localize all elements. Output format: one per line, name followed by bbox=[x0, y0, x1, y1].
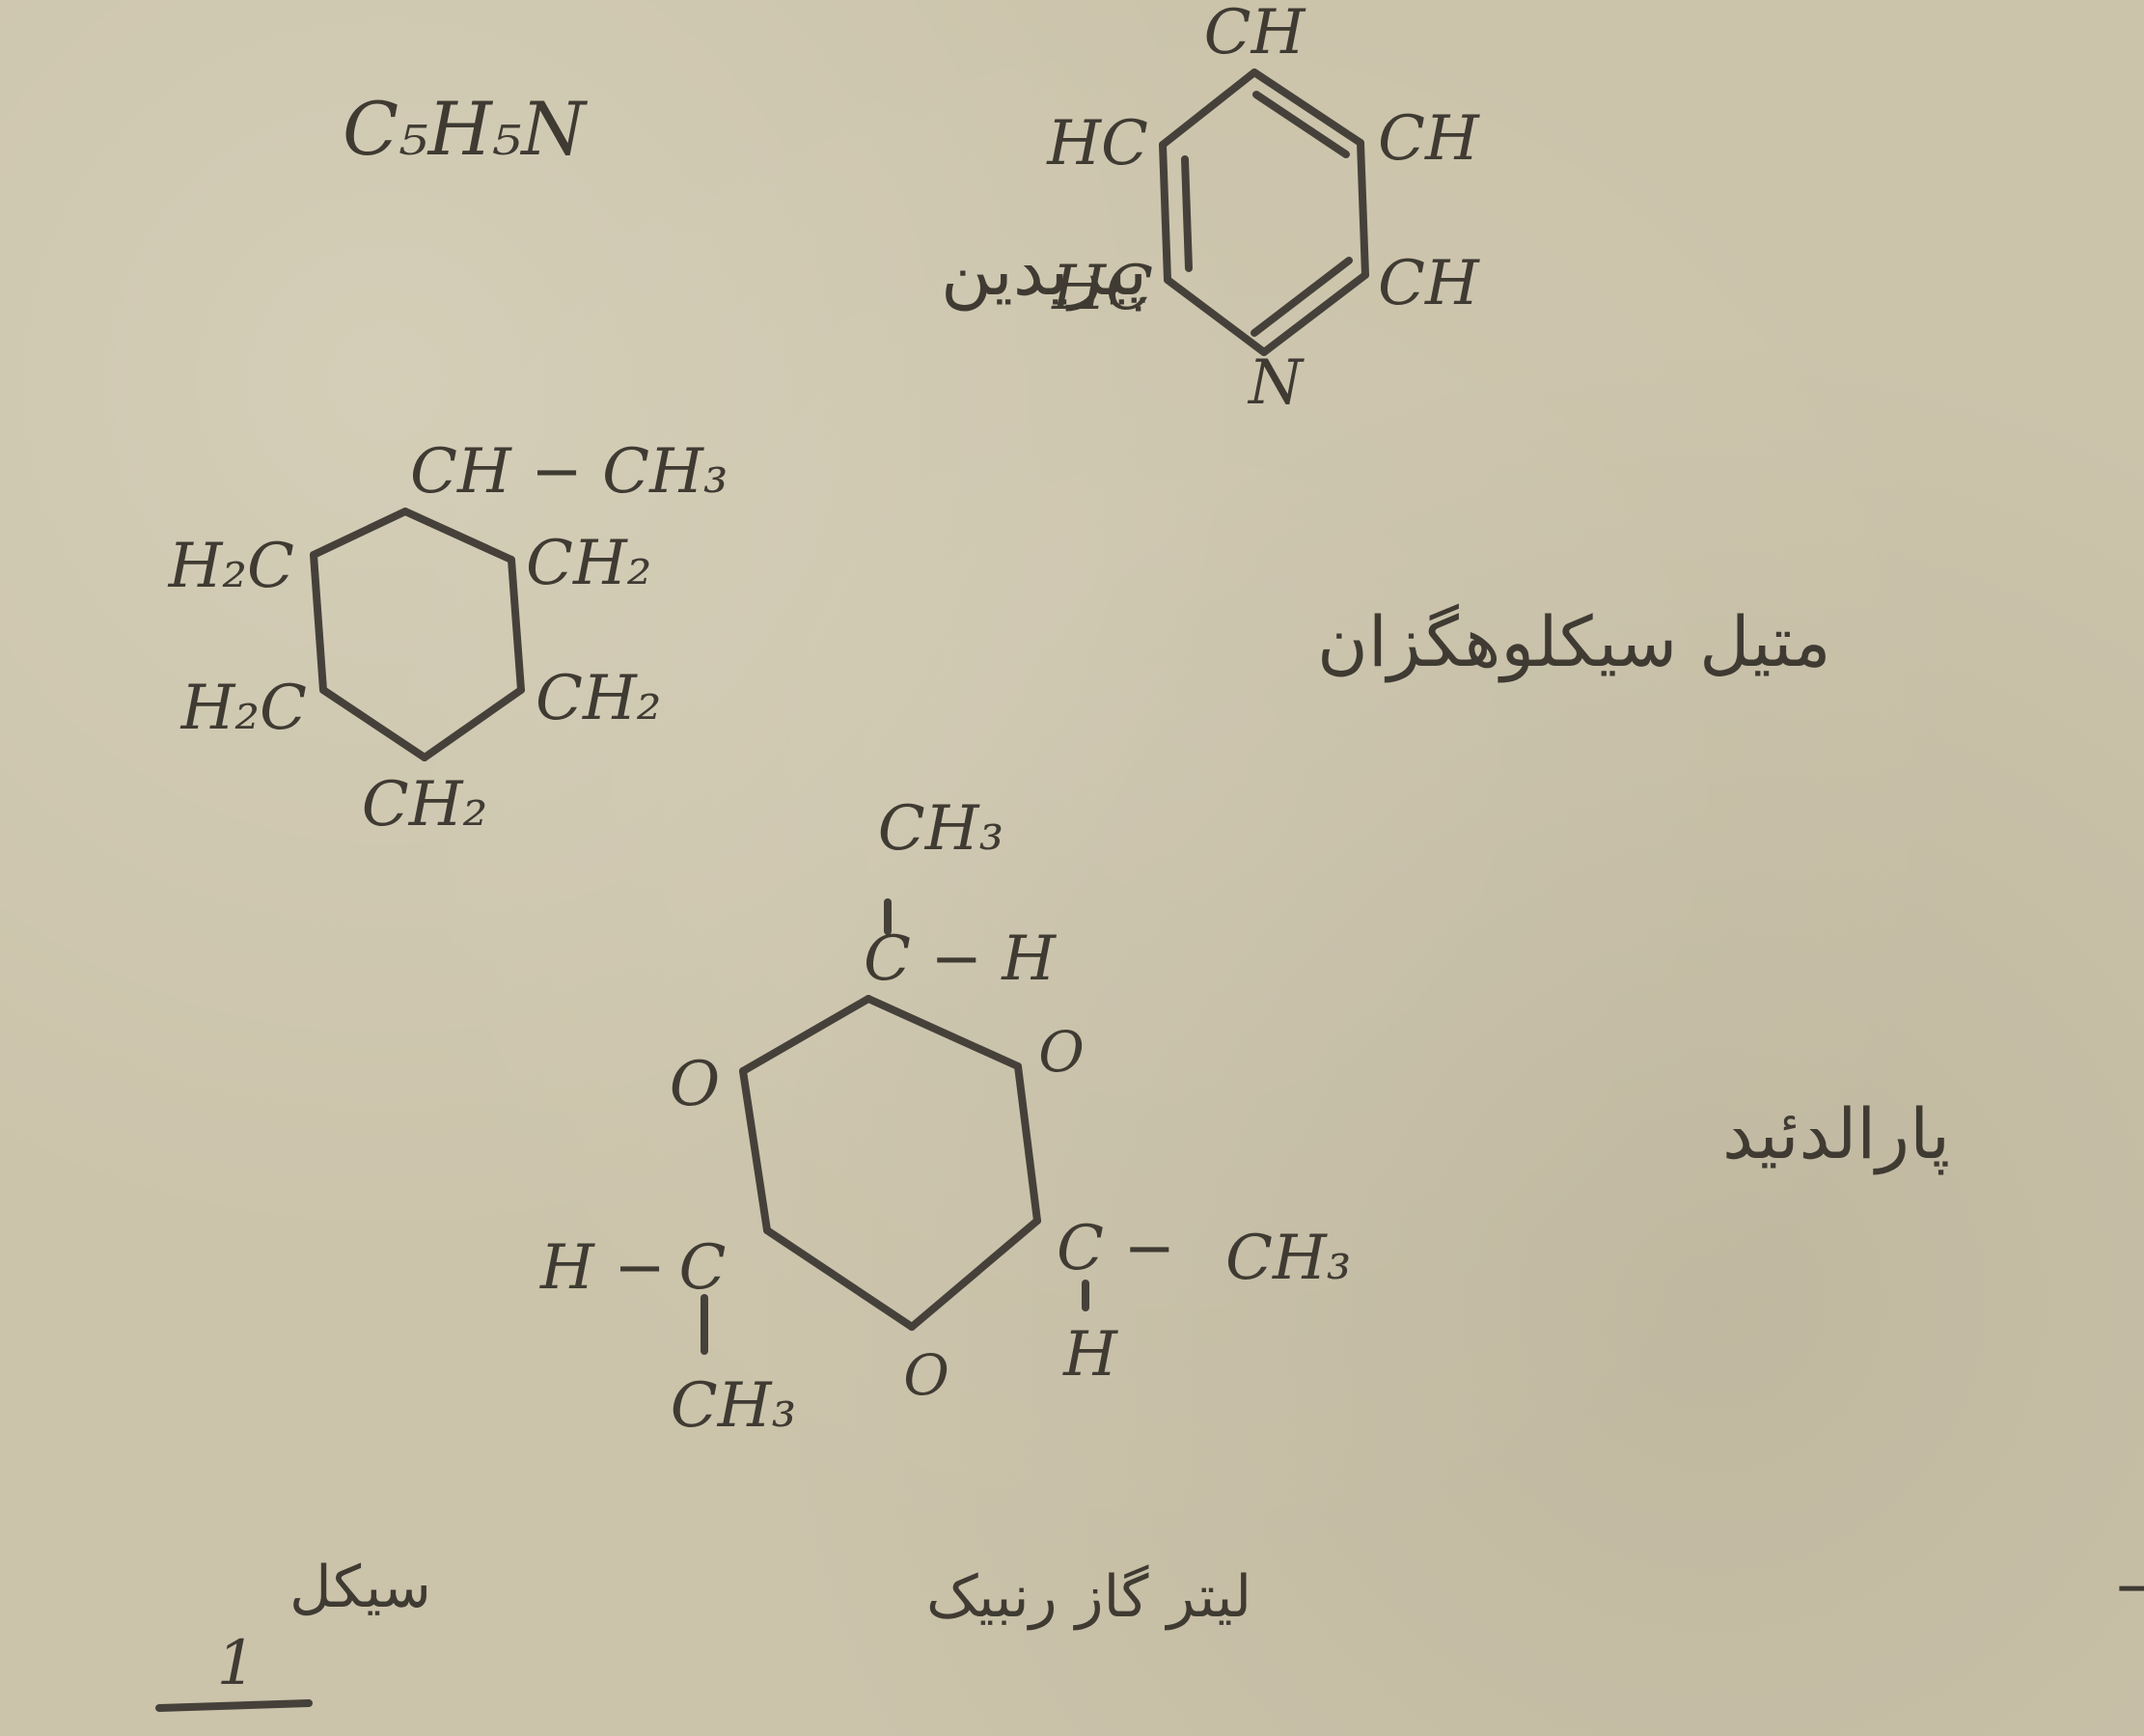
pyridine-bond-top-right bbox=[1251, 69, 1364, 147]
methylcyclohexane-name: متیل سیکلوهگزان bbox=[1317, 601, 1831, 683]
paraldehyde-atom-right-h: H bbox=[1062, 1319, 1118, 1391]
paraldehyde-atom-left-c: C bbox=[679, 1232, 727, 1304]
methylcyclohexane-bond-top-right bbox=[401, 508, 515, 564]
paraldehyde-atom-left-methyl: CH₃ bbox=[671, 1370, 796, 1442]
paraldehyde-atom-top-methyl: CH₃ bbox=[878, 793, 1003, 865]
pyridine-bond-bottom-right bbox=[1260, 271, 1369, 356]
pyridine-atom-lower-right: CH bbox=[1378, 248, 1480, 319]
methylcyclohexane-atom-upper-left: H₂C bbox=[168, 531, 294, 602]
methylcyclohexane-ring bbox=[310, 508, 525, 761]
methylcyclohexane-bond-bottom-left bbox=[319, 686, 428, 761]
pyridine-bond-top-left bbox=[1159, 69, 1258, 149]
pyridine-atom-lower-left: HC bbox=[1051, 253, 1153, 324]
footer-notes: سیکل 1 لیتر گاز رنبیک مسئله ۱ − bbox=[155, 1554, 2144, 1712]
methylcyclohexane-atom-top: CH − CH₃ bbox=[410, 436, 728, 508]
methylcyclohexane-atom-lower-right: CH₂ bbox=[536, 663, 661, 734]
paraldehyde-bond-right bbox=[1014, 1062, 1041, 1225]
methylcyclohexane-atom-lower-left: H₂C bbox=[180, 673, 307, 744]
methylcyclohexane-bond-bottom-right bbox=[421, 686, 525, 761]
footer-right-word: مسئله ۱ − bbox=[2113, 1554, 2144, 1621]
paraldehyde-atom-bottom-o: O bbox=[903, 1342, 949, 1408]
paraldehyde-bond-left bbox=[739, 1067, 771, 1234]
methylcyclohexane-bond-left bbox=[310, 551, 327, 694]
methylcyclohexane-atom-bottom: CH₂ bbox=[362, 769, 487, 840]
paraldehyde-bond-bottom-right bbox=[908, 1217, 1041, 1331]
paraldehyde-atom-left-h: H − bbox=[539, 1232, 666, 1304]
methylcyclohexane-bond-right bbox=[508, 556, 525, 694]
pyridine-bond-bottom-left bbox=[1164, 276, 1268, 356]
footer-middle-word: لیتر گاز رنبیک bbox=[926, 1563, 1251, 1631]
footer-fraction-bar bbox=[155, 1699, 313, 1712]
pyridine-atom-upper-right: CH bbox=[1378, 103, 1480, 175]
paraldehyde-bond-top-right bbox=[865, 995, 1022, 1070]
paraldehyde-bond-bottom-left bbox=[763, 1226, 916, 1331]
pyridine-atom-top: CH bbox=[1204, 0, 1306, 69]
paraldehyde-atom-right-c: C − bbox=[1057, 1213, 1175, 1284]
paraldehyde-ring bbox=[701, 898, 1089, 1355]
paraldehyde-atom-top-c: C − H bbox=[864, 923, 1057, 995]
pyridine-ring bbox=[1159, 69, 1369, 356]
paraldehyde-atom-right-o: O bbox=[1038, 1019, 1085, 1085]
pyridine-name: پیریدین bbox=[941, 230, 1147, 312]
footer-left-word: سیکل bbox=[289, 1554, 431, 1621]
methylcyclohexane-structure: CH − CH₃ H₂C CH₂ H₂C CH₂ CH₂ متیل سیکلوه… bbox=[168, 436, 1831, 840]
pyridine-atom-upper-left: HC bbox=[1046, 108, 1148, 179]
pyridine-bond-left-inner bbox=[1181, 155, 1193, 272]
paraldehyde-structure: CH₃ C − H O O O H − C CH₃ C − CH₃ H پارا… bbox=[539, 793, 1950, 1442]
footer-fraction-top: 1 bbox=[217, 1628, 257, 1699]
paraldehyde-atom-left-o: O bbox=[670, 1049, 720, 1120]
pyridine-bond-right bbox=[1357, 139, 1369, 279]
paraldehyde-name: پارالدئید bbox=[1722, 1093, 1950, 1175]
pyridine-atom-bottom: N bbox=[1247, 347, 1305, 419]
paraldehyde-atom-right-methyl: CH₃ bbox=[1225, 1223, 1351, 1294]
paraldehyde-bond-top-left bbox=[739, 995, 872, 1075]
pyridine-bond-bottom-right-inner bbox=[1251, 257, 1353, 337]
methylcyclohexane-bond-top-left bbox=[310, 508, 409, 559]
pyridine-bond-top-right-inner bbox=[1252, 91, 1350, 158]
pyridine-bond-left bbox=[1159, 141, 1171, 284]
methylcyclohexane-atom-upper-right: CH₂ bbox=[526, 528, 651, 599]
pyridine-formula: C₅H₅N bbox=[343, 86, 588, 172]
pyridine-structure: C₅H₅N پیریدین CH HC CH HC CH N bbox=[343, 0, 1480, 419]
